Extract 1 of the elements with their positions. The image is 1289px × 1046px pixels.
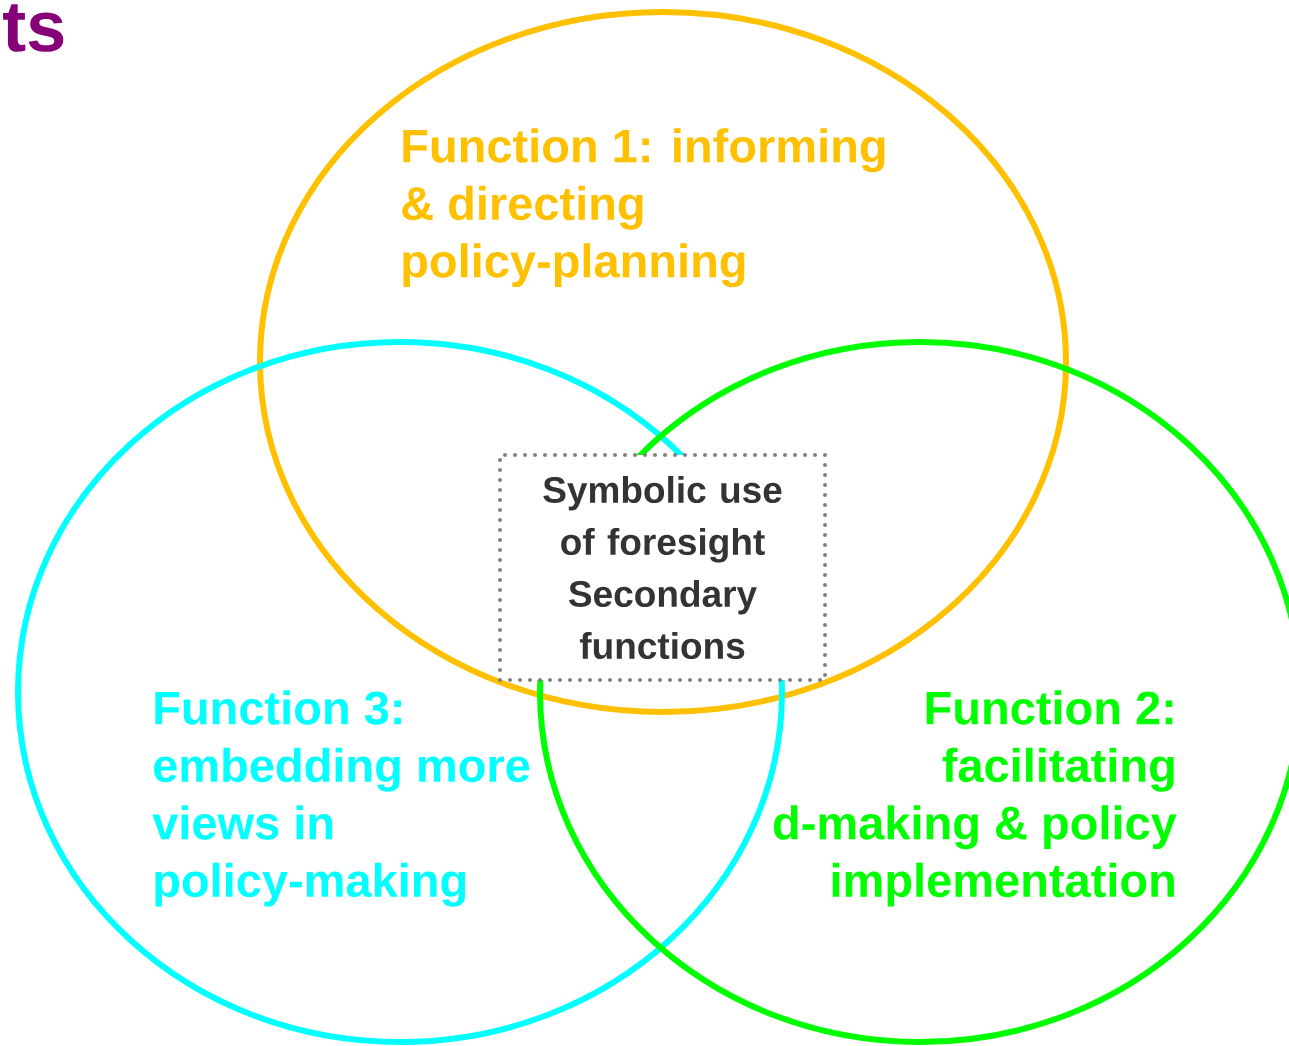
- title: ts: [3, 4, 64, 52]
